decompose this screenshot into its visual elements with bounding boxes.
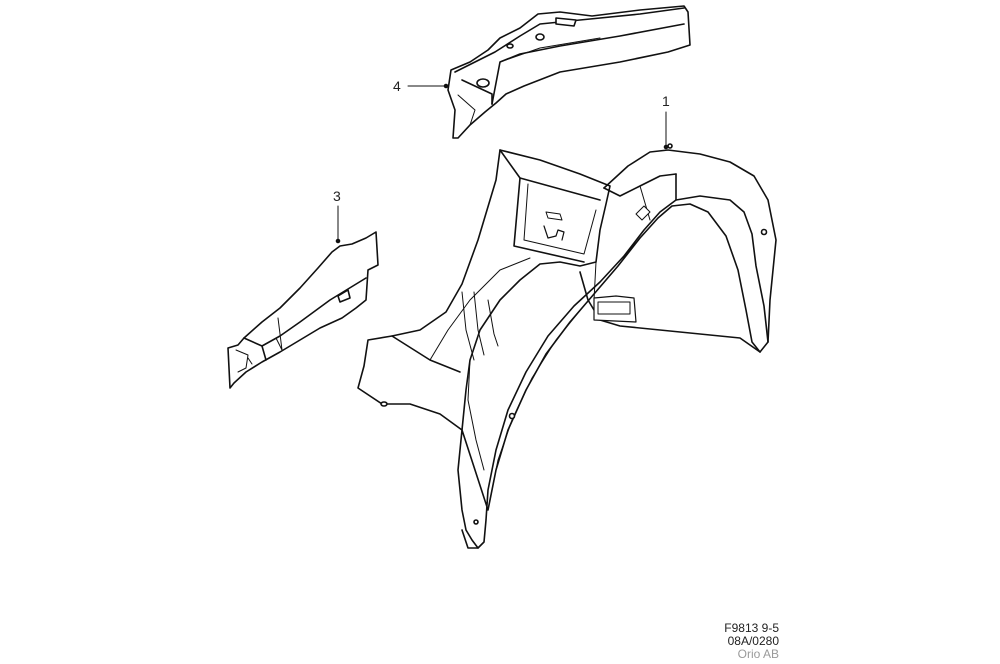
leader-dot-3 — [335, 238, 341, 244]
part-1-wheel-housing — [357, 143, 777, 549]
leader-dot-4 — [443, 83, 449, 89]
leader-lines — [335, 83, 669, 244]
callout-label-4: 4 — [393, 78, 401, 94]
footer-figure-code: F9813 9-5 — [724, 621, 779, 635]
footer-drawing-number: 08A/0280 — [727, 634, 779, 648]
part-4-upper-rail — [447, 5, 691, 139]
leader-dot-1 — [663, 144, 669, 150]
part-3-bracket — [227, 231, 379, 389]
callout-label-1: 1 — [662, 93, 670, 109]
footer-company: Orio AB — [737, 647, 779, 661]
callout-label-3: 3 — [333, 188, 341, 204]
